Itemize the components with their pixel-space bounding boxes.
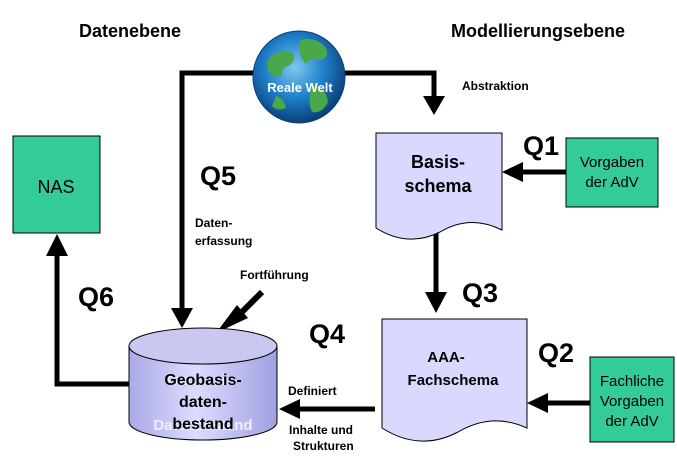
arrow-fortfuehrung: [216, 289, 265, 333]
database-line-2: daten-: [179, 394, 227, 411]
document-fachschema: AAA- Fachschema: [381, 318, 528, 442]
label-datenerfassung-2: erfassung: [195, 234, 252, 248]
database-line-1: Geobasis-: [164, 372, 241, 389]
fachschema-line-1: AAA-: [427, 349, 465, 366]
label-fortfuehrung: Fortführung: [240, 268, 309, 282]
label-inhalte-2: Strukturen: [293, 439, 354, 453]
arrow-q6: [46, 234, 130, 387]
arrow-q3: [425, 233, 447, 313]
document-basisschema: Basis- schema: [375, 132, 503, 240]
globe-reale-welt: Reale Welt: [252, 30, 346, 124]
fachliche-line-3: der AdV: [605, 413, 658, 430]
database-shadow-line-1: Geobasis-: [167, 372, 240, 389]
database-shadow-line-2: Datenbestand: [153, 417, 252, 434]
label-inhalte-1: Inhalte und: [289, 423, 353, 437]
q1-label: Q1: [523, 131, 559, 161]
nas-label: NAS: [37, 177, 74, 197]
q2-label: Q2: [538, 338, 574, 368]
label-datenerfassung-1: Daten-: [195, 216, 232, 230]
box-vorgaben-adv: Vorgaben der AdV: [565, 137, 659, 208]
database-geobasisdatenbestand: Geobasis- Datenbestand Geobasis- daten- …: [128, 327, 278, 441]
fachschema-line-2: Fachschema: [408, 372, 500, 389]
arrow-q2: [527, 393, 590, 413]
box-nas: NAS: [12, 135, 101, 234]
box-fachliche-vorgaben: Fachliche Vorgaben der AdV: [589, 356, 675, 443]
basisschema-line-1: Basis-: [411, 152, 465, 172]
heading-modellierungsebene: Modellierungsebene: [451, 21, 625, 41]
database-line-3: bestand: [172, 416, 233, 433]
arrow-q4-definiert: [279, 399, 375, 419]
fachliche-line-2: Vorgaben: [600, 393, 664, 410]
arrow-q1: [502, 162, 566, 182]
label-definiert: Definiert: [288, 384, 337, 398]
q3-label: Q3: [462, 278, 498, 308]
basisschema-line-2: schema: [404, 176, 472, 196]
vorgaben-line-2: der AdV: [585, 174, 638, 191]
q5-label: Q5: [200, 161, 236, 191]
globe-label: Reale Welt: [267, 80, 333, 95]
vorgaben-line-1: Vorgaben: [580, 154, 644, 171]
q4-label: Q4: [309, 319, 345, 349]
arrow-abstraktion: [338, 70, 445, 115]
heading-datenebene: Datenebene: [79, 21, 181, 41]
fachliche-line-1: Fachliche: [600, 373, 664, 390]
q6-label: Q6: [78, 282, 114, 312]
label-abstraktion: Abstraktion: [462, 79, 529, 93]
arrow-q5-datenerfassung: [171, 70, 262, 328]
